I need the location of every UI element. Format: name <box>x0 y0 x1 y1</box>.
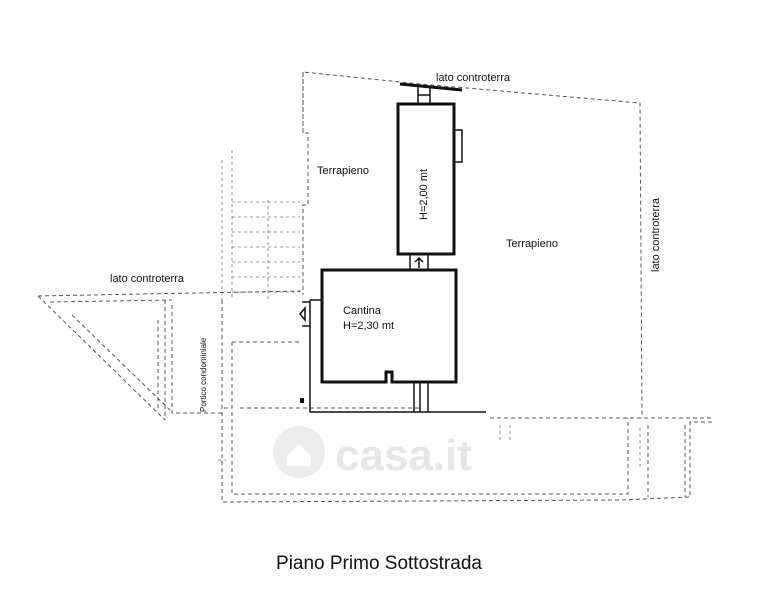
terrapieno-right-label: Terrapieno <box>506 238 558 250</box>
plan-title: Piano Primo Sottostrada <box>276 553 482 574</box>
cantina-room <box>299 268 486 413</box>
bottom-inner-marks <box>218 425 641 470</box>
upper-left-boundary <box>302 72 309 295</box>
watermark: casa.it <box>273 426 472 480</box>
watermark-text: casa.it <box>335 431 472 480</box>
watermark-logo-icon <box>273 426 325 478</box>
corridor-room <box>396 82 463 270</box>
portico-label: Portico condominiale <box>199 337 208 412</box>
cantina-label: Cantina <box>343 305 382 317</box>
stair-block <box>221 150 300 300</box>
portico-boundary <box>221 300 302 440</box>
left-triangle-boundary <box>37 290 303 421</box>
site-boundary-top <box>302 71 643 419</box>
left-triangle-inner <box>157 300 222 420</box>
site-boundary-bottom <box>221 407 713 503</box>
lato-controterra-left-label: lato controterra <box>110 273 185 285</box>
corridor-height-label: H=2,00 mt <box>418 169 430 220</box>
terrapieno-left-label: Terrapieno <box>317 165 369 177</box>
lato-controterra-right-label: lato controterra <box>650 197 662 272</box>
lato-controterra-top-label: lato controterra <box>436 72 511 84</box>
cantina-height-label: H=2,30 mt <box>343 320 394 332</box>
